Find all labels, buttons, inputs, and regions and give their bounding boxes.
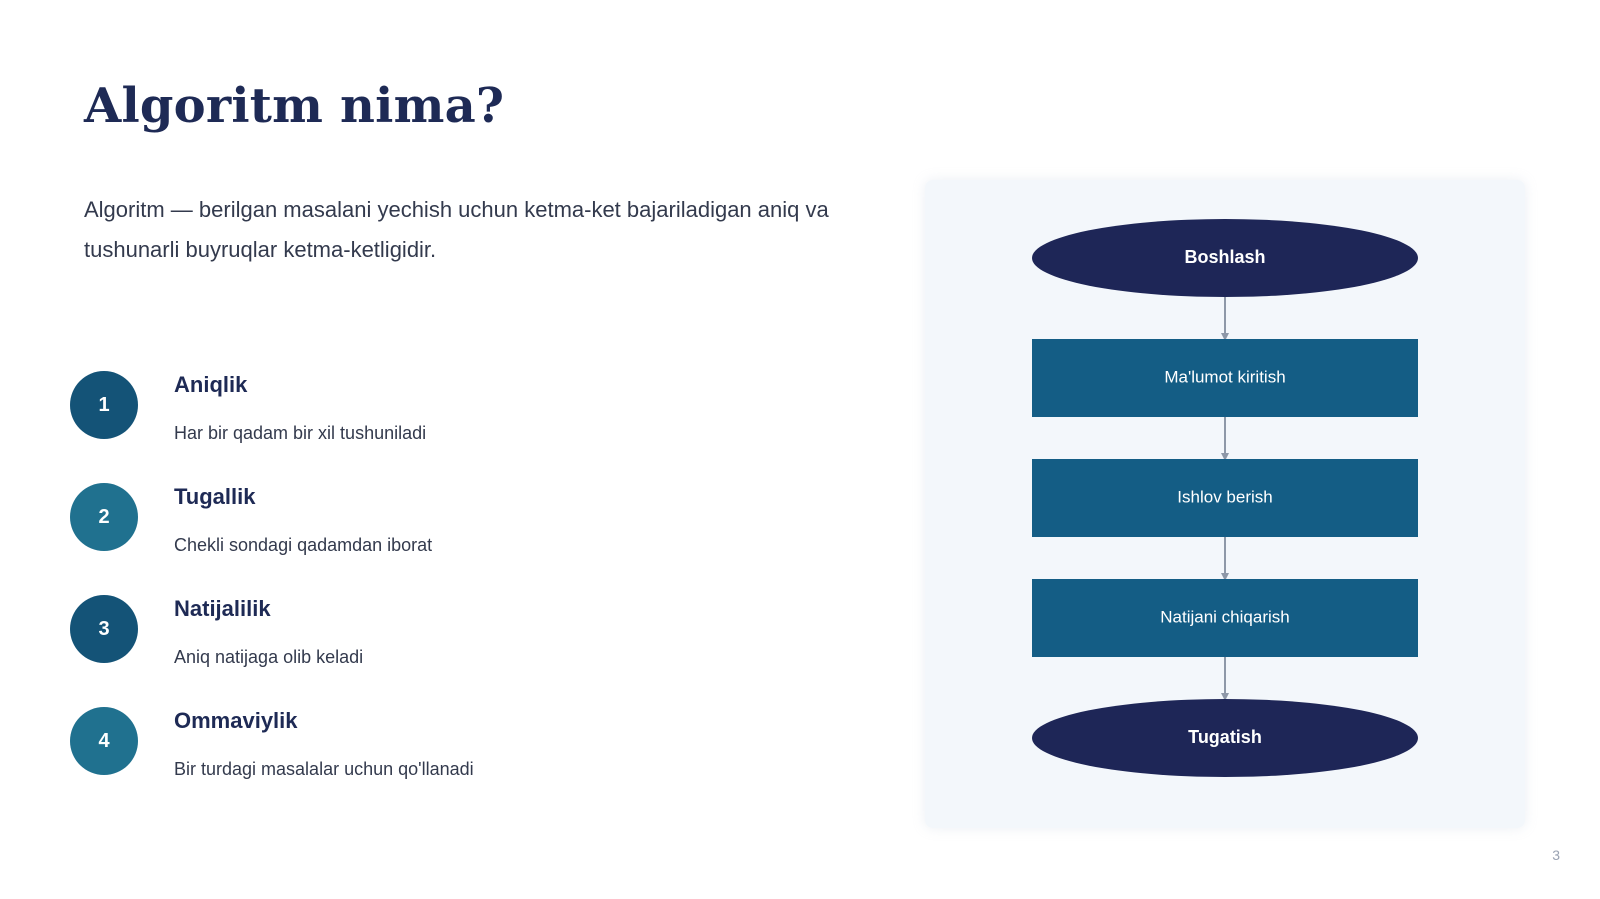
feature-title: Ommaviylik [174,708,298,733]
feature-number-badge: 4 [70,707,138,775]
feature-title: Tugallik [174,484,256,509]
flow-process-node [1032,459,1418,537]
feature-description: Bir turdagi masalalar uchun qo'llanadi [174,759,474,779]
feature-title: Natijalilik [174,596,271,621]
feature-description: Har bir qadam bir xil tushuniladi [174,423,427,443]
feature-item-tugallik: 2 Tugallik Chekli sondagi qadamdan ibora… [70,482,790,582]
feature-item-aniqlik: 1 Aniqlik Har bir qadam bir xil tushunil… [70,370,790,470]
intro-text: Algoritm — berilgan masalani yechish uch… [84,197,829,262]
feature-item-natijalilik: 3 Natijalilik Aniq natijaga olib keladi [70,594,790,694]
flow-terminal-node [1032,699,1418,777]
flow-process-node [1032,339,1418,417]
feature-item-ommaviylik: 4 Ommaviylik Bir turdagi masalalar uchun… [70,706,790,806]
page-number: 3 [1552,847,1560,863]
flow-node-label: Ishlov berish [1177,487,1272,506]
flow-node-label: Tugatish [1188,727,1262,747]
feature-title: Aniqlik [174,372,248,397]
flow-terminal-node [1032,219,1418,297]
feature-description: Aniq natijaga olib keladi [174,647,364,667]
flow-process-node [1032,579,1418,657]
feature-number-badge: 1 [70,371,138,439]
flow-node-label: Ma'lumot kiritish [1164,367,1285,386]
flow-node-label: Natijani chiqarish [1160,607,1289,626]
feature-number-badge: 2 [70,483,138,551]
flow-node-label: Boshlash [1184,247,1265,267]
feature-number-badge: 3 [70,595,138,663]
slide-title: Algoritm nima? [84,78,505,134]
feature-description: Chekli sondagi qadamdan iborat [174,535,433,555]
